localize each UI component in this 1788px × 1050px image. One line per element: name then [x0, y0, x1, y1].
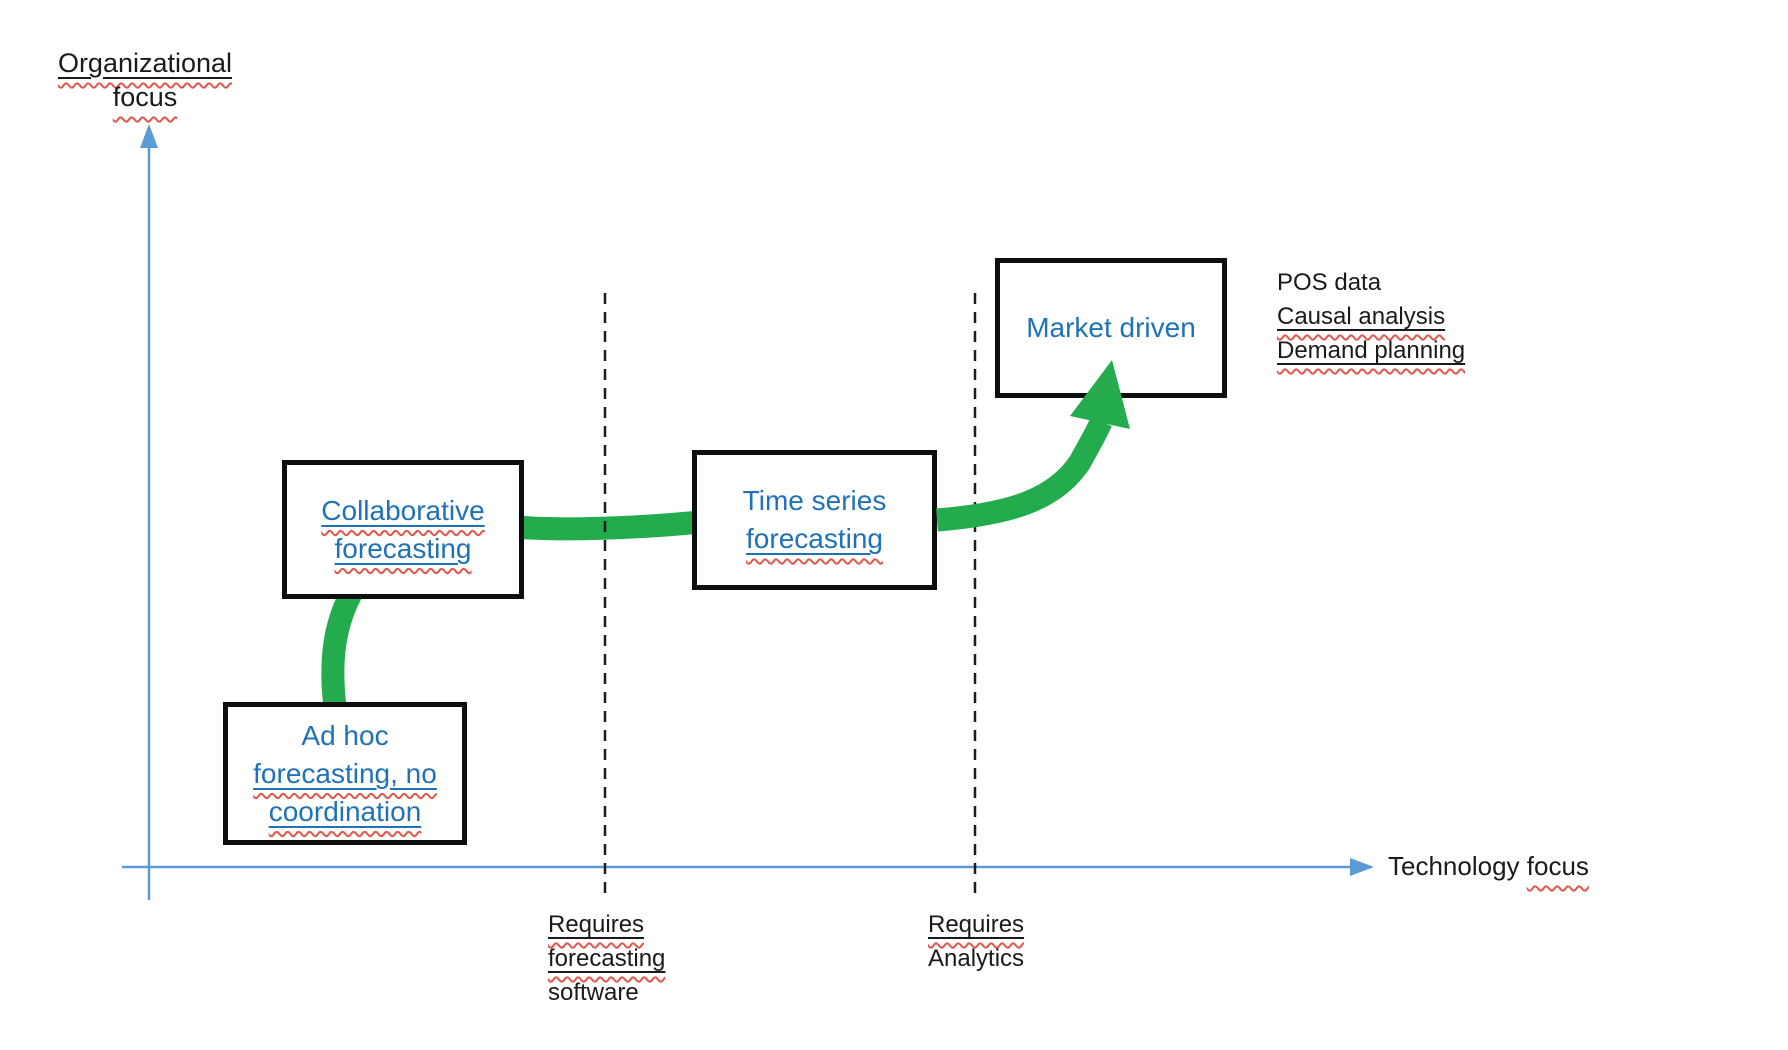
threshold1-line3: software: [548, 979, 639, 1006]
note-pos-data: POS data: [1277, 269, 1382, 296]
y-axis-label-line1: Organizational: [57, 48, 233, 78]
x-axis-arrowhead-icon: [1350, 858, 1374, 876]
threshold1-line2: forecasting: [548, 945, 666, 972]
y-axis-label-line2: focus: [112, 82, 178, 112]
x-axis-label-word2: focus: [1526, 851, 1589, 881]
threshold1-line1: Requires: [548, 911, 645, 938]
stage-label-line: forecasting: [334, 532, 472, 564]
flow-connector-collaborative-to-timeseries: [515, 510, 702, 541]
stage-label-line: Collaborative: [321, 494, 485, 526]
stage-label-line: coordination: [268, 795, 422, 827]
stage-box-adhoc-forecasting: Ad hoc forecasting, no coordination: [223, 702, 467, 845]
threshold2-line1: Requires: [928, 911, 1025, 938]
market-driven-notes: POS data Causal analysis Demand planning: [1277, 266, 1465, 368]
threshold2-line2: Analytics: [928, 945, 1025, 972]
y-axis-label: Organizational focus: [38, 46, 252, 114]
note-causal-analysis: Causal analysis: [1277, 303, 1446, 330]
stage-label-line: Market driven: [1026, 312, 1196, 343]
x-axis-label: Technology focus: [1388, 850, 1589, 882]
stage-label-line: forecasting: [746, 523, 883, 554]
stage-label-line: Time series: [742, 485, 887, 516]
note-demand-planning: Demand planning: [1277, 337, 1466, 364]
stage-label-line: Ad hoc: [301, 719, 389, 751]
threshold-label-analytics: Requires Analytics: [928, 908, 1024, 976]
flow-connector-timeseries-to-marketdriven: [936, 417, 1112, 532]
stage-label-line: forecasting, no: [253, 757, 437, 789]
flow-arrowhead-icon: [1070, 360, 1130, 429]
stage-box-collaborative-forecasting: Collaborative forecasting: [282, 460, 524, 599]
y-axis-arrowhead-icon: [140, 124, 158, 148]
flow-connector-adhoc-to-collaborative: [321, 586, 363, 717]
x-axis-label-word1: Technology: [1388, 851, 1520, 881]
threshold-label-forecasting-software: Requires forecasting software: [548, 908, 665, 1010]
stage-box-timeseries-forecasting: Time series forecasting: [692, 450, 937, 590]
